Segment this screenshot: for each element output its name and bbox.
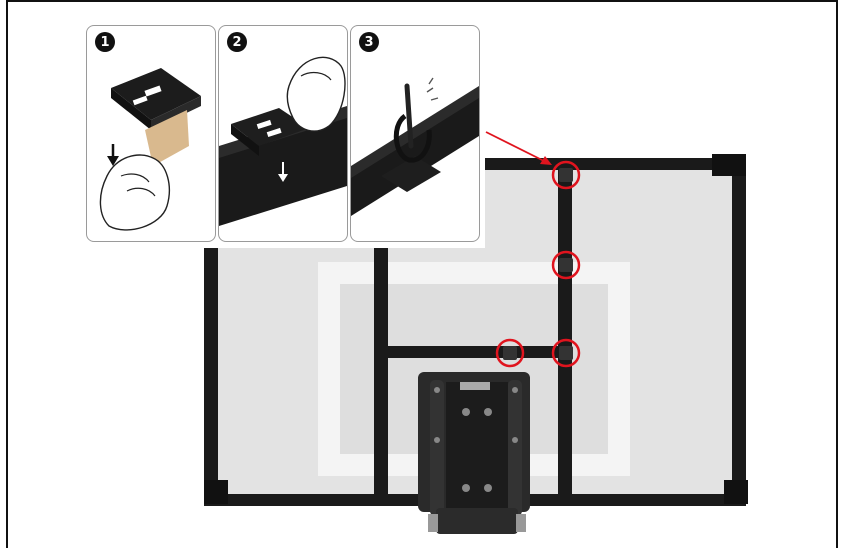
right-border [836, 0, 838, 548]
mount-bracket-plate [446, 382, 508, 522]
frame-top-rail [480, 158, 745, 170]
tube-end-right [516, 514, 526, 532]
mount-tube [436, 508, 518, 534]
frame-right-post [732, 158, 746, 506]
bolt [484, 408, 492, 416]
pointer-arrow-head [540, 156, 552, 165]
corner-cap-top-right [712, 154, 746, 176]
bolt [434, 387, 440, 393]
step-panel-2: 2 [218, 25, 348, 242]
cable-mount-point [559, 258, 573, 272]
step-panel-3: 3 [350, 25, 480, 242]
corner-cap-bottom-right [724, 480, 748, 504]
bolt [484, 484, 492, 492]
top-border [6, 0, 838, 2]
bolt [462, 484, 470, 492]
step-panel-1: 1 [86, 25, 216, 242]
highlight-circle-1 [551, 160, 581, 190]
press-mount-icon [219, 56, 347, 226]
zip-tie-icon [351, 77, 479, 216]
highlight-circle-4 [551, 338, 581, 368]
step-badge-3: 3 [359, 32, 379, 52]
bolt [512, 387, 518, 393]
bracket-left-arm [430, 380, 444, 516]
frame-center-post-left [374, 248, 388, 506]
frame-left-post [204, 248, 218, 506]
cable-mount-point [559, 346, 573, 360]
corner-cap-bottom-left [204, 480, 228, 504]
cable-mount-point [503, 346, 517, 360]
cable-mount-point [559, 168, 573, 182]
frame-center-post-right [558, 160, 572, 506]
step-badge-1: 1 [95, 32, 115, 52]
bolt [462, 408, 470, 416]
tube-end-left [428, 514, 438, 532]
adhesive-peel-icon [99, 68, 201, 231]
frame-cross-bar [388, 346, 572, 358]
bracket-top-pin [460, 382, 490, 390]
left-border [6, 0, 8, 548]
highlight-circle-2 [551, 250, 581, 280]
bracket-right-arm [508, 380, 522, 516]
bolt [512, 437, 518, 443]
highlight-circle-3 [495, 338, 525, 368]
step-badge-2: 2 [227, 32, 247, 52]
pointer-arrow [485, 131, 549, 164]
bolt [434, 437, 440, 443]
